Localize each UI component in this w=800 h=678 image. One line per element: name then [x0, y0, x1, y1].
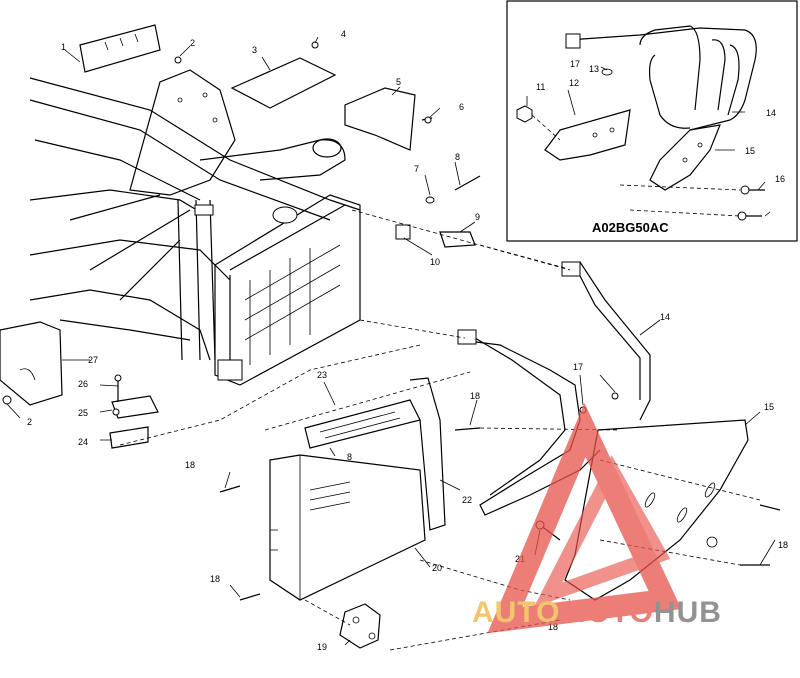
- callout-8-lower: 8: [347, 452, 352, 462]
- inset-code: A02BG50AC: [592, 220, 669, 235]
- callout-24: 24: [78, 437, 88, 447]
- callout-17: 17: [573, 362, 583, 372]
- callout-18-mid: 18: [470, 391, 480, 401]
- inset-callout-16: 16: [775, 174, 785, 184]
- callout-26: 26: [78, 379, 88, 389]
- callout-25: 25: [78, 408, 88, 418]
- callout-15: 15: [764, 402, 774, 412]
- callout-27: 27: [88, 355, 98, 365]
- callout-20: 20: [432, 563, 442, 573]
- callout-10: 10: [430, 257, 440, 267]
- callout-19: 19: [317, 642, 327, 652]
- lower-left-parts: [0, 321, 159, 449]
- callout-18-right: 18: [778, 540, 788, 550]
- inset-callout-11: 11: [536, 82, 545, 92]
- callout-7: 7: [414, 164, 419, 174]
- inset-callout-14: 14: [766, 108, 776, 118]
- callout-6: 6: [459, 102, 464, 112]
- svg-text:AUTOMOTOHUB: AUTOMOTOHUB: [472, 596, 722, 629]
- callout-2-bottom: 2: [27, 417, 32, 427]
- callout-18-lower: 18: [548, 622, 558, 632]
- watermark-part1: AUTO: [472, 596, 560, 629]
- callout-1: 1: [61, 42, 66, 52]
- callout-3: 3: [252, 45, 257, 55]
- callout-8-top: 8: [455, 152, 460, 162]
- frame-assembly: [29, 69, 361, 361]
- leader-lines: [6, 36, 776, 651]
- callout-18-left: 18: [185, 460, 195, 470]
- callout-labels: 1 2 3 4 5 6 7 8 9 10 14 17 15 18 18 18 1…: [27, 29, 788, 652]
- callout-23: 23: [317, 370, 327, 380]
- inset-callout-12: 12: [569, 78, 579, 88]
- watermark: AUTOMOTOHUB: [472, 402, 722, 634]
- callout-14: 14: [660, 312, 670, 322]
- top-parts: [79, 24, 481, 248]
- radiator: [214, 194, 361, 386]
- inset-callout-15: 15: [745, 146, 755, 156]
- callout-18-bottom: 18: [210, 574, 220, 584]
- callout-5: 5: [396, 77, 401, 87]
- watermark-part2: MOTO: [560, 596, 653, 629]
- callout-4: 4: [341, 29, 346, 39]
- callout-9: 9: [475, 212, 480, 222]
- inset-callout-17: 17: [570, 59, 580, 69]
- callout-2-top: 2: [190, 38, 195, 48]
- inset-callout-13: 13: [589, 64, 599, 74]
- watermark-part3: HUB: [654, 596, 722, 629]
- inset-panel: 11 12 17 13 14 15 16 A02BG50AC: [506, 0, 798, 242]
- callout-22: 22: [462, 495, 472, 505]
- watermark-triangle-icon: [487, 402, 682, 634]
